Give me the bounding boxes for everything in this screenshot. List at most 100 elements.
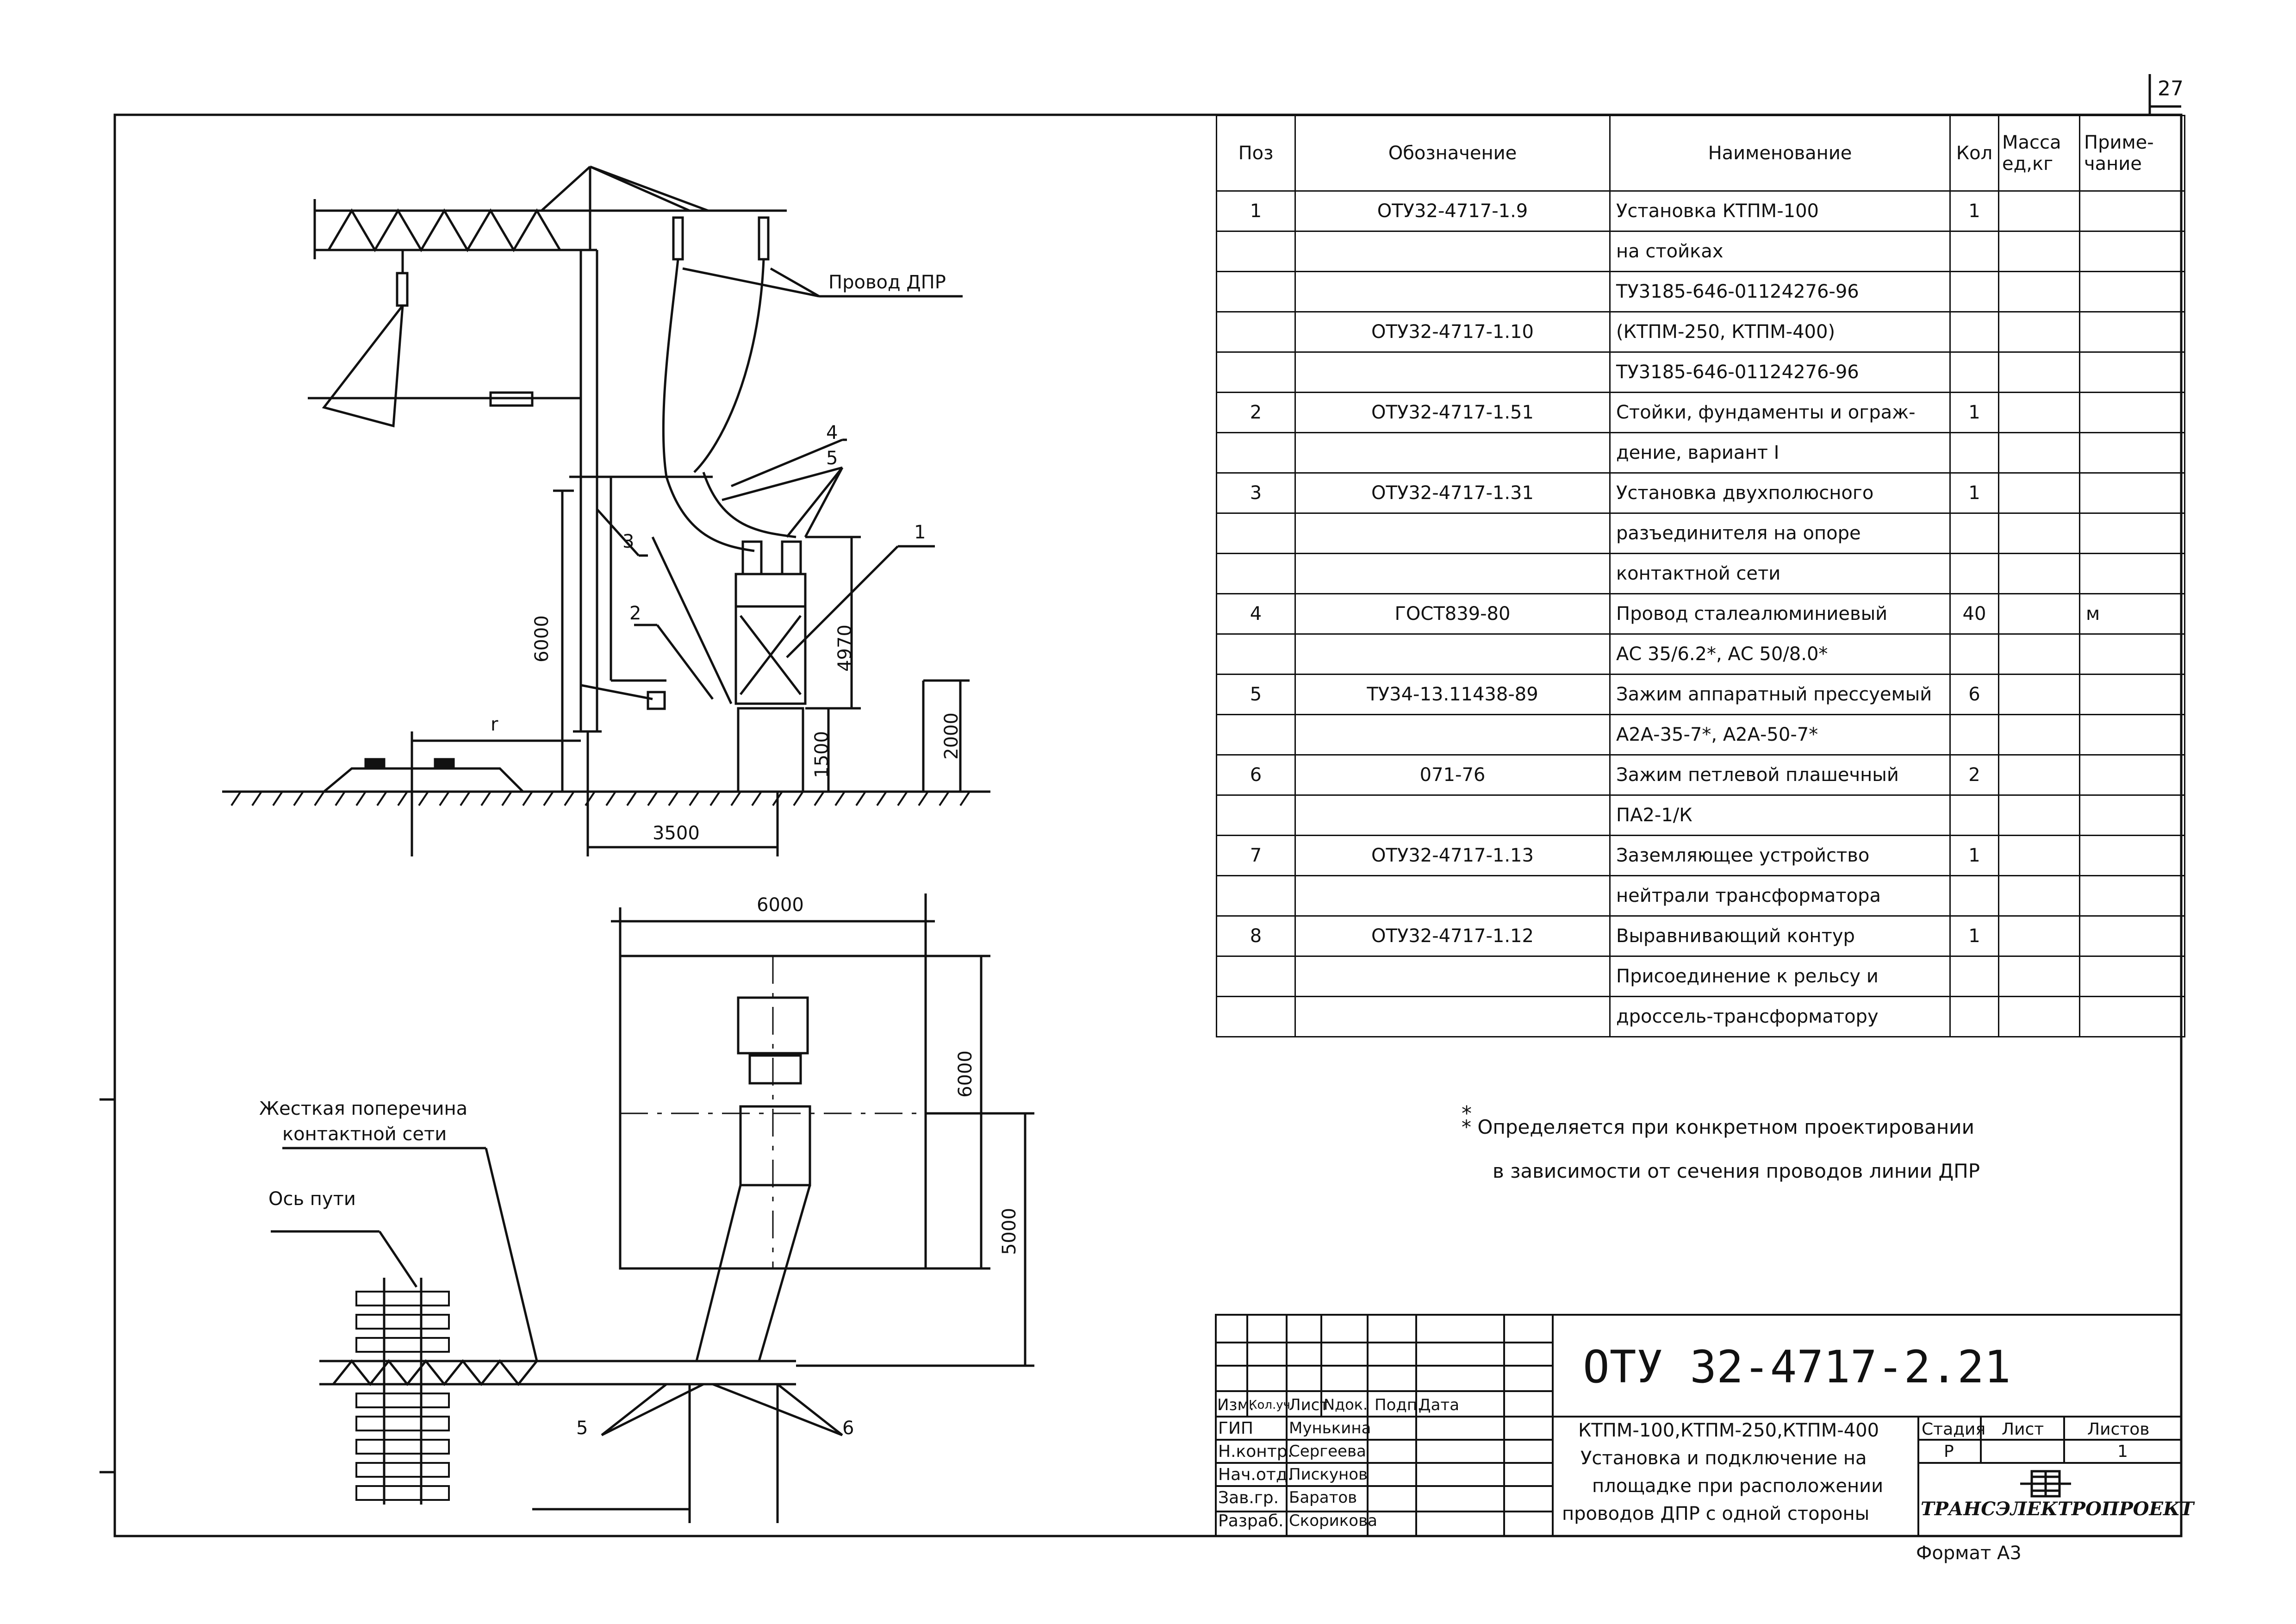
position-5-bottom: 5 (576, 1418, 588, 1439)
spec-cell-qty: 1 (1949, 915, 1999, 957)
spec-cell-name: Стойки, фундаменты и ограж- (1609, 392, 1951, 433)
spec-cell-mass (1998, 190, 2080, 232)
spec-cell-pos (1216, 311, 1296, 353)
spec-cell-qty (1949, 231, 1999, 272)
spec-cell-pos: 4 (1216, 593, 1296, 635)
staff-name: Сергеева (1289, 1442, 1366, 1461)
spec-cell-name: дроссель-трансформатору (1609, 996, 1951, 1037)
position-1: 1 (914, 522, 926, 543)
spec-cell-note (2079, 714, 2185, 756)
spec-row: ПА2-1/К (1216, 794, 2185, 836)
spec-cell-mass (1998, 633, 2080, 675)
spec-row: А2А-35-7*, А2А-50-7* (1216, 714, 2185, 756)
dim-2000: 2000 (940, 712, 962, 760)
spec-cell-mass (1998, 754, 2080, 796)
spec-cell-pos (1216, 271, 1296, 312)
col-header-kol: Кол.уч. (1249, 1398, 1294, 1412)
spec-cell-mass (1998, 835, 2080, 876)
spec-row: ОТУ32-4717-1.10(КТПМ-250, КТПМ-400) (1216, 311, 2185, 353)
sheets-label: Листов (2087, 1420, 2150, 1439)
plan-view (271, 893, 1034, 1523)
plan-dim-5000: 5000 (998, 1208, 1020, 1255)
staff-role: Зав.гр. (1218, 1488, 1279, 1507)
label-rigid-crossbar-1: Жесткая поперечина (259, 1098, 468, 1119)
spec-cell-name: ТУ3185-646-01124276-96 (1609, 271, 1951, 312)
spec-cell-mass (1998, 915, 2080, 957)
col-header-data: Дата (1419, 1396, 1460, 1414)
spec-cell-qty: 40 (1949, 593, 1999, 635)
spec-cell-qty: 1 (1949, 472, 1999, 514)
spec-cell-pos: 7 (1216, 835, 1296, 876)
staff-name: Пискунов (1289, 1465, 1368, 1484)
spec-cell-name: контактной сети (1609, 553, 1951, 594)
title-block-lines (1215, 1314, 2182, 1537)
staff-role: ГИП (1218, 1419, 1253, 1438)
spec-cell-mass (1998, 231, 2080, 272)
spec-cell-pos (1216, 633, 1296, 675)
spec-cell-designation: ОТУ32-4717-1.10 (1294, 311, 1611, 353)
spec-row: дение, вариант I (1216, 432, 2185, 474)
spec-cell-note (2079, 835, 2185, 876)
spec-cell-qty (1949, 956, 1999, 997)
spec-cell-note (2079, 754, 2185, 796)
spec-cell-pos (1216, 996, 1296, 1037)
spec-cell-name: ТУ3185-646-01124276-96 (1609, 351, 1951, 393)
header-note: Приме-чание (2079, 115, 2185, 192)
spec-cell-note (2079, 875, 2185, 917)
stage-label: Стадия (1922, 1420, 1986, 1439)
svg-text:*: * (1462, 1102, 1472, 1125)
spec-cell-mass (1998, 674, 2080, 715)
position-4: 4 (826, 422, 838, 443)
spec-cell-name: АС 35/6.2*, АС 50/8.0* (1609, 633, 1951, 675)
header-designation: Обозначение (1294, 115, 1611, 192)
spec-cell-designation: ТУ34-13.11438-89 (1294, 674, 1611, 715)
spec-cell-designation: ОТУ32-4717-1.12 (1294, 915, 1611, 957)
spec-cell-note (2079, 633, 2185, 675)
footnote-line-2: в зависимости от сечения проводов линии … (1493, 1160, 1980, 1182)
spec-cell-qty (1949, 714, 1999, 756)
spec-cell-pos (1216, 351, 1296, 393)
spec-cell-designation (1294, 714, 1611, 756)
spec-cell-designation (1294, 271, 1611, 312)
spec-cell-designation (1294, 633, 1611, 675)
spec-cell-name: Зажим аппаратный прессуемый (1609, 674, 1951, 715)
spec-cell-qty: 1 (1949, 190, 1999, 232)
position-2: 2 (629, 603, 641, 624)
spec-cell-pos: 2 (1216, 392, 1296, 433)
spec-row: Присоединение к рельсу и (1216, 956, 2185, 997)
col-header-list: Лист (1289, 1396, 1329, 1414)
spec-cell-note (2079, 392, 2185, 433)
spec-cell-designation (1294, 432, 1611, 474)
footnote-line-1: * Определяется при конкретном проектиров… (1462, 1116, 1974, 1138)
spec-cell-name: нейтрали трансформатора (1609, 875, 1951, 917)
spec-cell-mass (1998, 472, 2080, 514)
spec-cell-note (2079, 190, 2185, 232)
header-mass: Масса ед,кг (1998, 115, 2080, 192)
plan-dim-6000-top: 6000 (757, 894, 804, 916)
spec-cell-note: м (2079, 593, 2185, 635)
spec-cell-qty (1949, 512, 1999, 554)
spec-cell-designation: ОТУ32-4717-1.9 (1294, 190, 1611, 232)
stage-value: Р (1944, 1442, 1954, 1461)
spec-cell-designation (1294, 512, 1611, 554)
position-5-top: 5 (826, 448, 838, 469)
spec-cell-pos: 3 (1216, 472, 1296, 514)
spec-cell-qty (1949, 996, 1999, 1037)
label-wire-dpr: Провод ДПР (828, 272, 946, 293)
spec-cell-qty (1949, 553, 1999, 594)
spec-cell-pos (1216, 714, 1296, 756)
company-logo-icon (2020, 1470, 2071, 1498)
spec-cell-note (2079, 674, 2185, 715)
spec-cell-mass (1998, 593, 2080, 635)
spec-cell-qty (1949, 875, 1999, 917)
title-line-2: Установка и подключение на (1580, 1448, 1867, 1469)
doc-code: ОТУ 32-4717-2.21 (1583, 1341, 2011, 1393)
spec-cell-pos (1216, 432, 1296, 474)
title-line-1: КТПМ-100,КТПМ-250,КТПМ-400 (1578, 1420, 1879, 1441)
